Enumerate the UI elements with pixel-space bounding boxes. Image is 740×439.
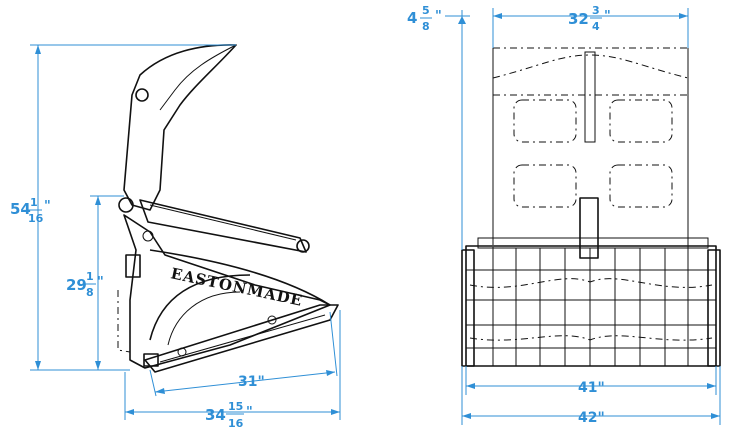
svg-text:": ": [246, 405, 253, 420]
dim-pivot-height: 29 1 8 ": [66, 195, 124, 370]
bucket-jaw: [144, 304, 339, 373]
svg-text:4: 4: [407, 9, 417, 27]
dim-overall-depth: 34 15 16 ": [124, 310, 341, 430]
grapple-arm: [123, 44, 237, 211]
front-view: 4 5 8 " 32 3 4 " 41": [407, 4, 721, 426]
dim-overall-width: 42": [461, 366, 721, 426]
svg-text:41": 41": [578, 380, 605, 396]
svg-text:15: 15: [228, 400, 243, 413]
svg-text:3: 3: [592, 4, 600, 17]
bucket-frame: [465, 245, 717, 367]
svg-text:16: 16: [28, 212, 44, 225]
svg-text:16: 16: [228, 417, 244, 430]
svg-text:": ": [44, 199, 51, 214]
svg-text:1: 1: [30, 196, 38, 209]
dim-top-offset: 4 5 8 ": [407, 4, 470, 250]
svg-text:4: 4: [592, 20, 600, 33]
svg-text:29: 29: [66, 276, 87, 294]
grapple-top-frame: [492, 47, 689, 249]
svg-text:": ": [97, 275, 104, 290]
svg-text:32: 32: [568, 10, 589, 28]
hydraulic-cylinder: [139, 199, 307, 253]
svg-text:31": 31": [238, 374, 265, 390]
svg-text:1: 1: [86, 270, 94, 283]
svg-text:": ": [435, 9, 442, 24]
dim-jaw-length: 31": [149, 311, 338, 397]
svg-text:5: 5: [422, 4, 430, 17]
svg-text:34: 34: [205, 406, 226, 424]
svg-text:8: 8: [422, 20, 430, 33]
svg-text:54: 54: [10, 200, 31, 218]
arm-pivot-top: [135, 88, 149, 102]
svg-text:8: 8: [86, 286, 94, 299]
dim-frame-width: 41": [465, 366, 717, 396]
side-view: EASTONMADE 54 1 16 " 29 1 8 ": [10, 44, 341, 430]
svg-text:42": 42": [578, 410, 605, 426]
svg-text:": ": [604, 9, 611, 24]
dim-overall-height: 54 1 16 ": [10, 44, 236, 371]
dim-grapple-width: 32 3 4 ": [492, 4, 689, 48]
